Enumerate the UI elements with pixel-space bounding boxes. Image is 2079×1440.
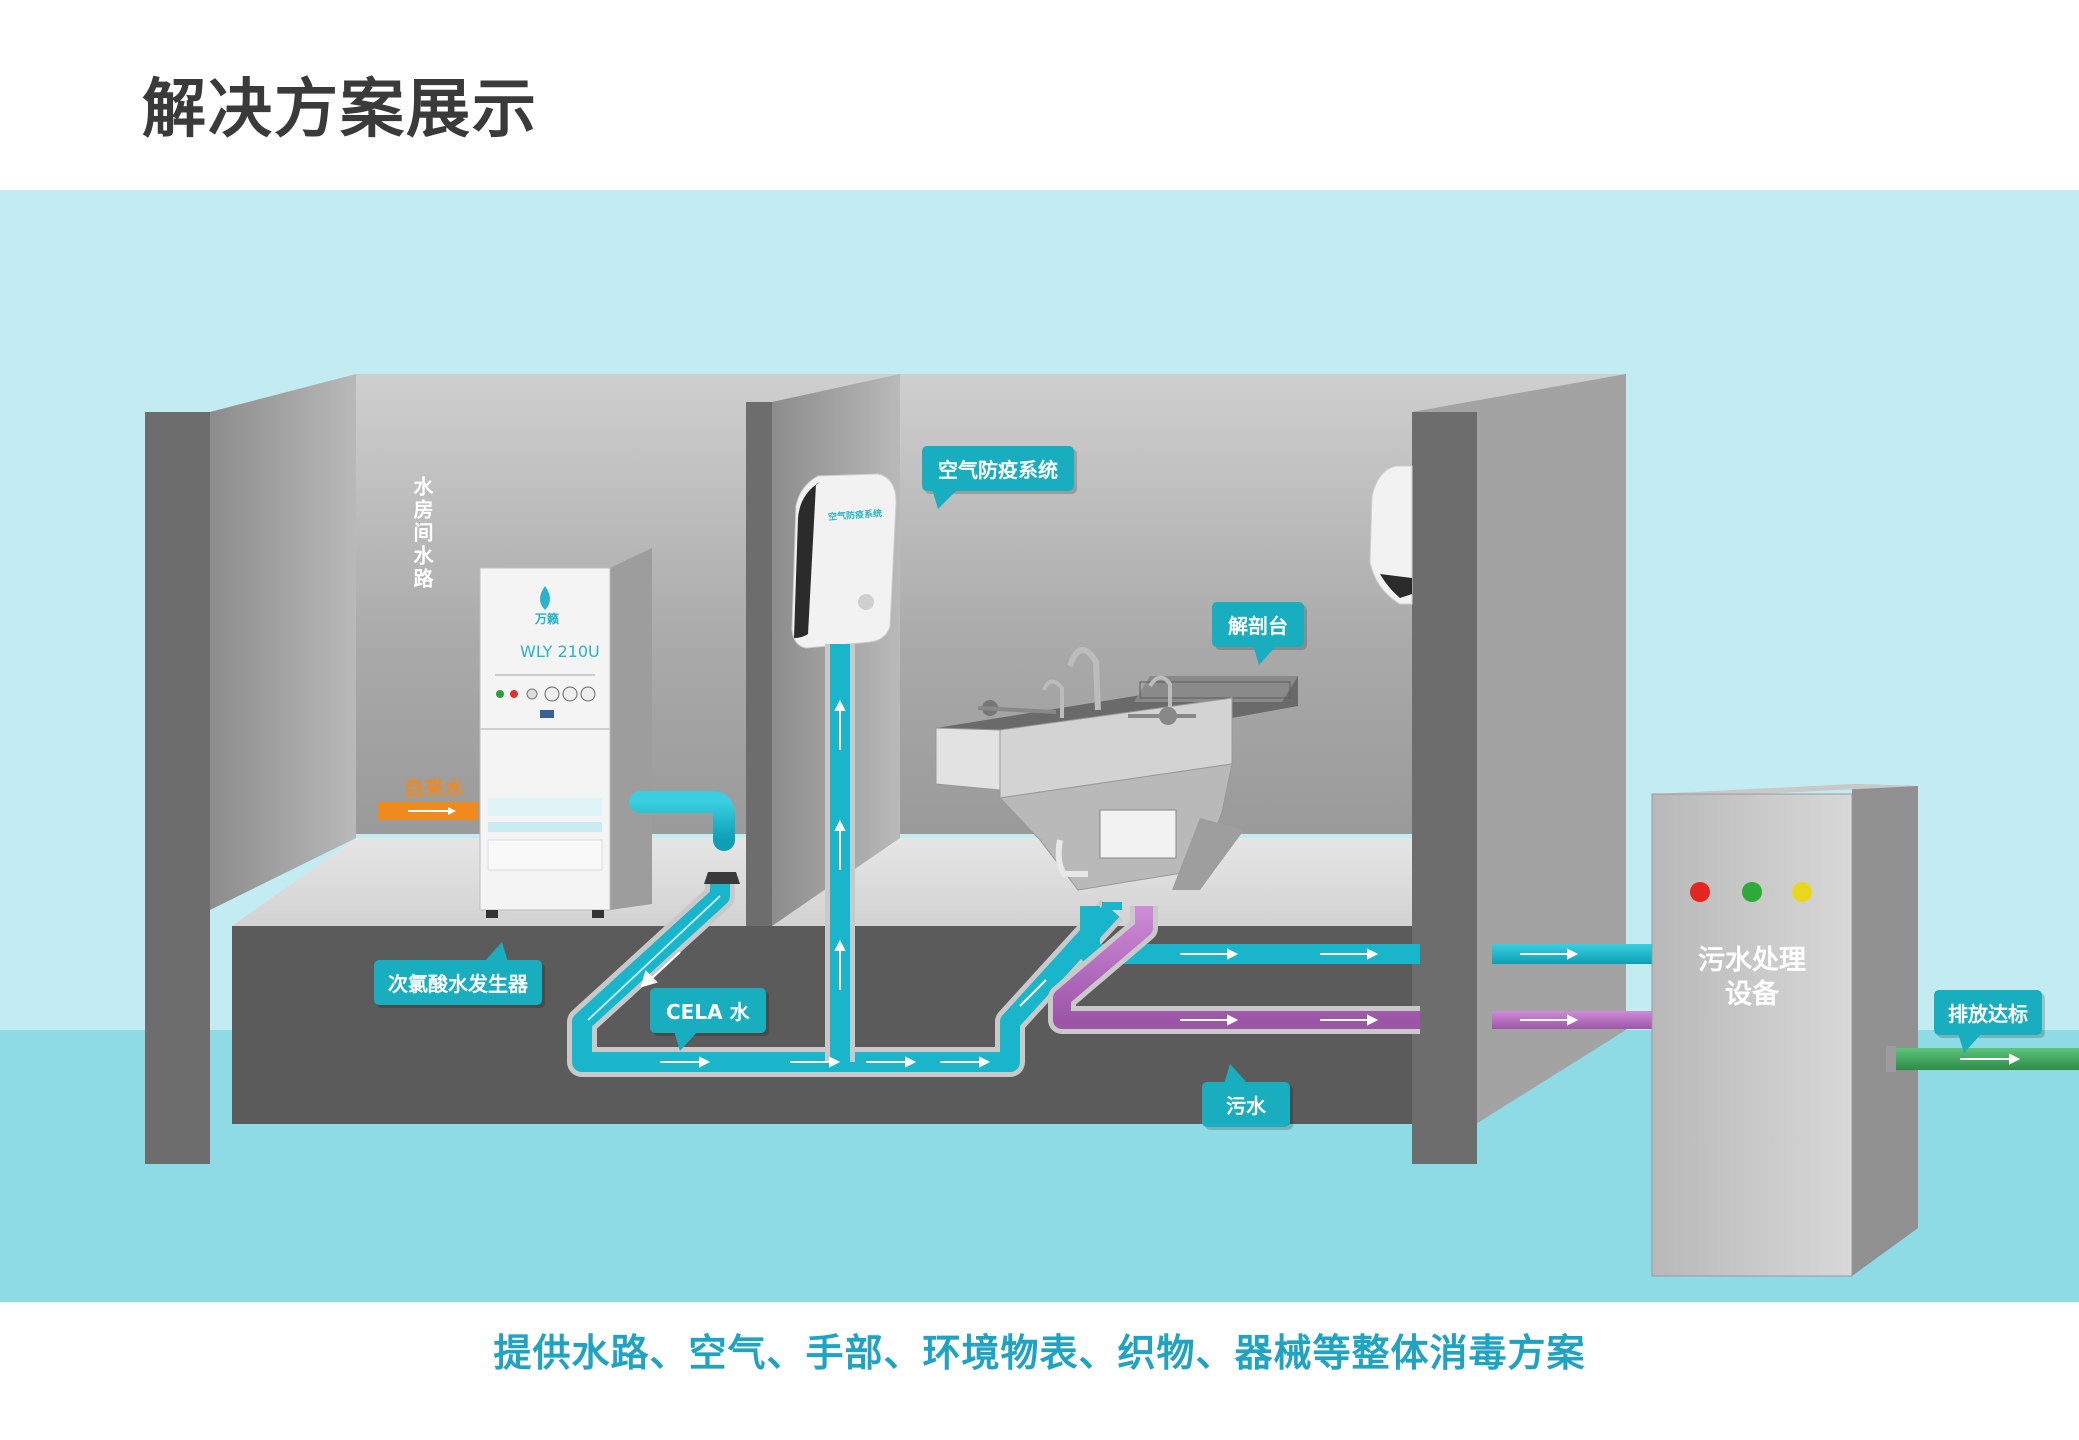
generator-machine <box>479 548 652 918</box>
solution-diagram: 水房间水路 万籁 WLY 210U 空气防疫系统 自来水 空气防疫系统 解剖台 … <box>0 190 2079 1302</box>
callout-sewage: 污水 <box>1202 1064 1290 1127</box>
treatment-device-label: 污水处理 设备 <box>1698 945 1806 1010</box>
callout-discharge: 排放达标 <box>1934 990 2042 1053</box>
machine-model: WLY 210U <box>520 642 600 661</box>
callout-air-system: 空气防疫系统 <box>922 446 1074 509</box>
right-wall-front <box>1412 412 1477 1164</box>
cela-pipes <box>567 644 1654 1077</box>
left-wall-front <box>145 412 210 1164</box>
page-title: 解决方案展示 <box>142 73 538 147</box>
callout-cela-water: CELA 水 <box>650 988 766 1051</box>
middle-wall-front <box>746 402 772 926</box>
air-unit-right <box>1369 465 1413 605</box>
diagram-canvas <box>0 190 2079 1302</box>
water-room-path-label: 水房间水路 <box>410 476 434 591</box>
sewage-pipes <box>1048 906 1654 1034</box>
footer-caption: 提供水路、空气、手部、环境物表、织物、器械等整体消毒方案 <box>493 1331 1586 1375</box>
left-wall-side <box>210 374 356 910</box>
treatment-box <box>1651 784 1918 1277</box>
machine-brand: 万籁 <box>535 612 560 626</box>
callout-dissection-table: 解剖台 <box>1212 602 1304 665</box>
tap-water-label: 自来水 <box>404 776 464 800</box>
dissection-table <box>935 647 1298 891</box>
air-unit-left <box>791 473 897 649</box>
callout-generator: 次氯酸水发生器 <box>374 942 542 1005</box>
